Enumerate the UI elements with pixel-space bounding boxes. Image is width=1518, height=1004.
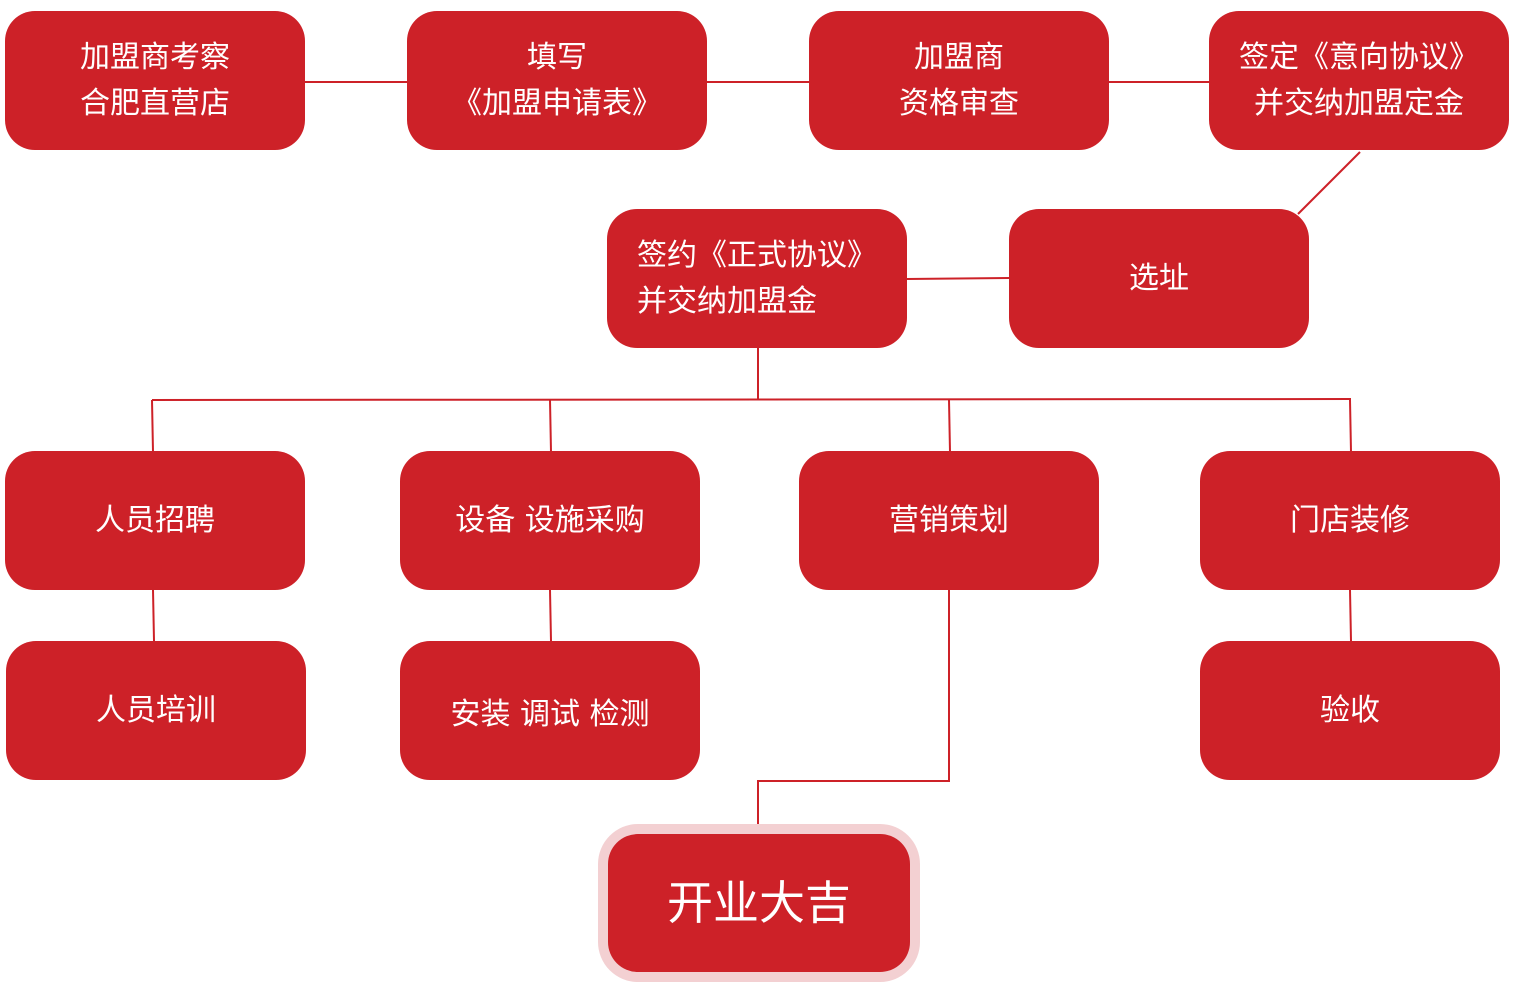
node-formal-agreement-line-2: 并交纳加盟金 — [637, 283, 817, 319]
node-renovation-line-1: 门店装修 — [1290, 502, 1410, 538]
connector-recruitment-training — [152, 589, 155, 642]
connector-site-formal — [905, 277, 1010, 280]
node-formal-agreement: 签约《正式协议》 并交纳加盟金 — [607, 209, 907, 348]
node-training-line-1: 人员培训 — [96, 692, 216, 728]
node-inspect-line-2: 合肥直营店 — [80, 85, 230, 121]
connector-bus-renovation — [1349, 399, 1352, 453]
node-acceptance-line-1: 验收 — [1320, 692, 1380, 728]
node-intent-agreement: 签定《意向协议》 并交纳加盟定金 — [1209, 11, 1509, 150]
node-intent-agreement-line-2: 并交纳加盟定金 — [1254, 85, 1464, 121]
node-inspect-line-1: 加盟商考察 — [80, 39, 230, 75]
node-formal-agreement-line-1: 签约《正式协议》 — [637, 237, 877, 273]
node-marketing: 营销策划 — [799, 451, 1099, 590]
node-qualification: 加盟商 资格审查 — [809, 11, 1109, 150]
node-inspect: 加盟商考察 合肥直营店 — [5, 11, 305, 150]
connector-bus-recruitment — [151, 399, 154, 453]
node-qualification-line-1: 加盟商 — [914, 39, 1004, 75]
node-intent-agreement-line-1: 签定《意向协议》 — [1239, 39, 1479, 75]
node-recruitment: 人员招聘 — [5, 451, 305, 590]
node-opening: 开业大吉 — [608, 834, 910, 972]
connector-intent-site — [1297, 151, 1361, 215]
node-site-selection-line-1: 选址 — [1129, 260, 1189, 296]
connector-bus-marketing — [948, 399, 951, 453]
node-marketing-line-1: 营销策划 — [889, 502, 1009, 538]
connector-horizontal-bus — [151, 398, 1352, 401]
node-application-line-1: 填写 — [527, 39, 587, 75]
connector-bus-equipment — [549, 399, 552, 453]
node-application: 填写 《加盟申请表》 — [407, 11, 707, 150]
node-opening-line-1: 开业大吉 — [667, 876, 851, 930]
node-renovation: 门店装修 — [1200, 451, 1500, 590]
connector-renovation-acceptance — [1349, 589, 1352, 642]
connector-equipment-installation — [549, 589, 552, 642]
node-site-selection: 选址 — [1009, 209, 1309, 348]
node-equipment: 设备 设施采购 — [400, 451, 700, 590]
node-qualification-line-2: 资格审查 — [899, 85, 1019, 121]
node-training: 人员培训 — [6, 641, 306, 780]
node-acceptance: 验收 — [1200, 641, 1500, 780]
connector-marketing-opening — [757, 590, 950, 834]
node-installation-line-1: 安装 调试 检测 — [450, 696, 650, 732]
node-equipment-line-1: 设备 设施采购 — [455, 502, 645, 538]
node-recruitment-line-1: 人员招聘 — [95, 502, 215, 538]
node-installation: 安装 调试 检测 — [400, 641, 700, 780]
node-application-line-2: 《加盟申请表》 — [452, 85, 662, 121]
